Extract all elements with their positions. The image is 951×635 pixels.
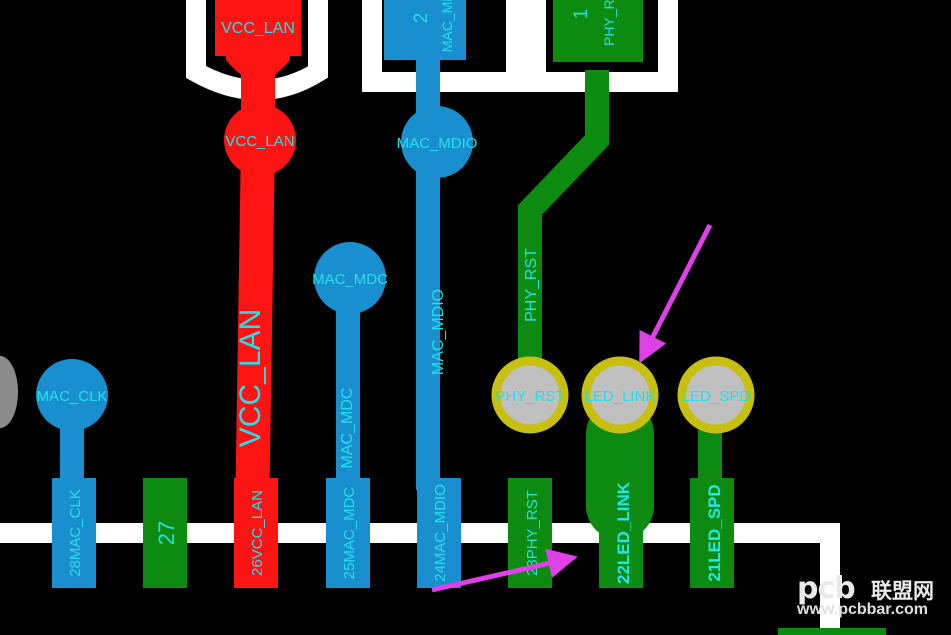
via-phy-rst[interactable]: PHY_RST	[491, 356, 569, 434]
trace-mac-mdio-label: MAC_MDIO	[430, 289, 447, 375]
watermark-brand: 联盟网	[871, 579, 934, 603]
top-pin-1-number: 1	[571, 9, 592, 20]
pad-28[interactable]: 28MAC_CLK	[52, 478, 96, 588]
pad-27[interactable]: 27	[143, 478, 187, 588]
trace-vcc-lan-label: VCC_LAN	[234, 309, 267, 447]
pad-27-label: 27	[154, 521, 179, 545]
via-led-spd-label: LED_SPD	[682, 388, 751, 405]
pad-28-label: 28MAC_CLK	[67, 489, 84, 577]
trace-mac-mdc-label: MAC_MDC	[339, 388, 356, 469]
pad-22-label: 22LED_LINK	[614, 481, 633, 584]
via-led-link-label: LED_LINK	[585, 388, 656, 405]
top-pin-1[interactable]: 1 PHY_RS	[553, 0, 643, 62]
via-led-spd[interactable]: LED_SPD	[677, 356, 755, 434]
via-mac-mdc[interactable]: MAC_MDC	[312, 242, 388, 314]
top-pin-2-number: 2	[411, 13, 432, 24]
annotation-arrow-via-icon	[639, 223, 713, 364]
pad-21[interactable]: 21LED_SPD	[690, 478, 734, 588]
trace-phy-rst-label: PHY_RST	[523, 248, 540, 322]
pad-26[interactable]: 26VCC_LAN	[234, 478, 278, 588]
watermark-logo: pcb	[797, 571, 856, 606]
top-pin-2-net: MAC_MDI	[439, 0, 455, 52]
pad-21-label: 21LED_SPD	[705, 484, 724, 581]
pad-23-label: 23PHY_RST	[524, 490, 541, 576]
via-mac-mdio[interactable]: MAC_MDIO	[397, 106, 478, 178]
pad-22[interactable]: 22LED_LINK	[599, 478, 643, 588]
pad-25[interactable]: 25MAC_MDC	[326, 478, 370, 588]
pad-24[interactable]: 24MAC_MDIO	[417, 478, 461, 588]
watermark: pcb 联盟网 www.pcbbar.com	[797, 571, 947, 619]
via-vcc-lan[interactable]: VCC_LAN	[224, 104, 296, 176]
annotation-arrow-pad-icon	[431, 548, 578, 593]
top-pin-vcc[interactable]: VCC_LAN	[215, 0, 301, 56]
pad-24-label: 24MAC_MDIO	[432, 484, 449, 582]
via-vcc-lan-label: VCC_LAN	[225, 133, 294, 150]
top-pin-2[interactable]: 2 MAC_MDI	[384, 0, 466, 60]
via-mac-mdc-label: MAC_MDC	[312, 271, 388, 288]
pad-26-label: 26VCC_LAN	[249, 490, 266, 576]
pad-25-label: 25MAC_MDC	[341, 487, 358, 580]
via-mac-clk[interactable]: MAC_CLK	[36, 359, 108, 431]
via-mac-clk-label: MAC_CLK	[37, 388, 108, 405]
via-phy-rst-label: PHY_RST	[495, 388, 564, 405]
board-edge-feature	[0, 356, 18, 428]
top-pin-vcc-net: VCC_LAN	[221, 20, 295, 37]
via-mac-mdio-label: MAC_MDIO	[397, 135, 478, 152]
watermark-url: www.pcbbar.com	[797, 601, 928, 618]
via-led-link[interactable]: LED_LINK	[581, 356, 659, 434]
top-pin-1-net: PHY_RS	[601, 0, 617, 46]
